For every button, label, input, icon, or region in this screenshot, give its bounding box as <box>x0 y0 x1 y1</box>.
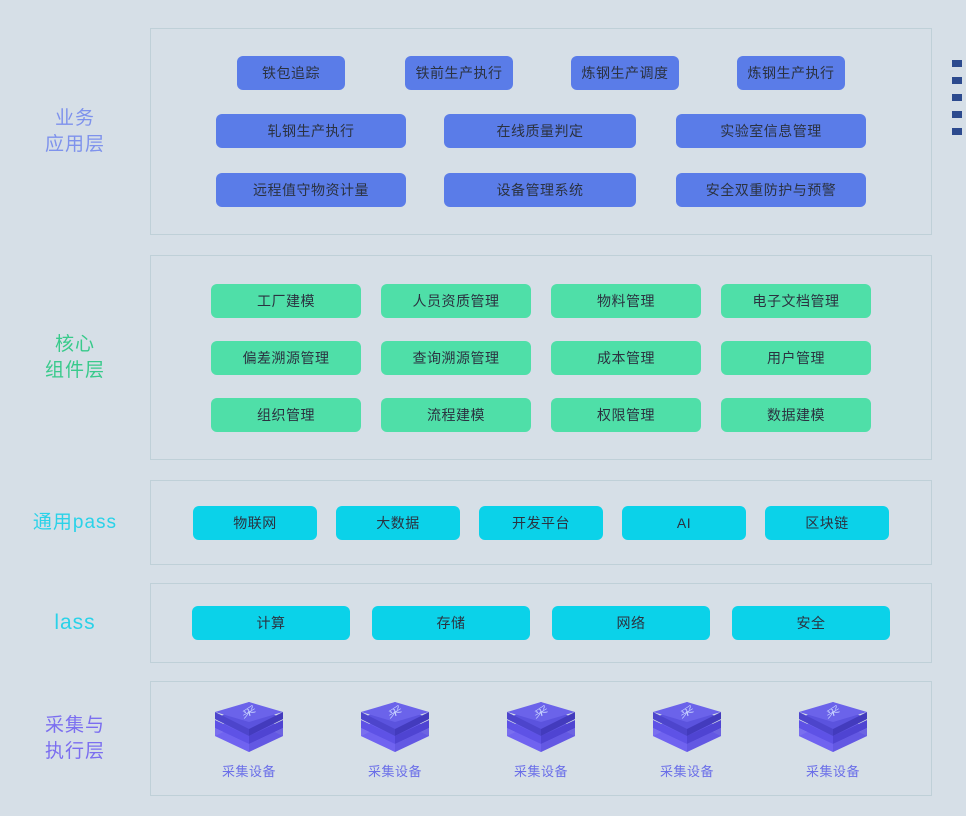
chip-network[interactable]: 网络 <box>552 606 710 640</box>
chip-ironmaking-production-execution[interactable]: 铁前生产执行 <box>405 56 513 90</box>
layer-box-business-application: 铁包追踪 铁前生产执行 炼钢生产调度 炼钢生产执行 轧钢生产执行 在线质量判定 … <box>150 28 932 235</box>
collection-device-row: 采 采集设备 <box>151 698 931 780</box>
chip-laboratory-information-management[interactable]: 实验室信息管理 <box>676 114 866 148</box>
chip-security[interactable]: 安全 <box>732 606 890 640</box>
core-row-3: 组织管理 流程建模 权限管理 数据建模 <box>151 397 931 432</box>
layer-label-general-paas: 通用pass <box>32 511 118 533</box>
device-label: 采集设备 <box>367 763 422 779</box>
layer-label-collection-execution: 采集与 执行层 <box>44 714 105 762</box>
chip-safety-dual-prevention-and-warning[interactable]: 安全双重防护与预警 <box>676 173 866 207</box>
chip-remote-unattended-material-metering[interactable]: 远程值守物资计量 <box>216 173 406 207</box>
layer-core-component: 核心 组件层 工厂建模 人员资质管理 物料管理 电子文档管理 偏差溯源管理 查询… <box>0 255 966 460</box>
collection-device-icon: 采 <box>215 701 283 752</box>
device-label: 采集设备 <box>805 763 860 779</box>
chip-cost-management[interactable]: 成本管理 <box>551 340 701 375</box>
layer-collection-execution: 采集与 执行层 <box>0 681 966 796</box>
chip-electronic-document-management[interactable]: 电子文档管理 <box>721 283 871 318</box>
collection-device-icon: 采 <box>799 701 867 752</box>
collection-device-icon: 采 <box>507 701 575 752</box>
chip-query-tracing-management[interactable]: 查询溯源管理 <box>381 340 531 375</box>
iaas-row-1: 计算 存储 网络 安全 <box>151 606 931 640</box>
device-node-2[interactable]: 采 采集设备 <box>357 698 433 780</box>
device-label: 采集设备 <box>513 763 568 779</box>
chip-storage[interactable]: 存储 <box>372 606 530 640</box>
chip-steelmaking-production-scheduling[interactable]: 炼钢生产调度 <box>571 56 679 90</box>
bullet-marker-icon <box>952 94 962 101</box>
chip-ai[interactable]: AI <box>622 505 746 540</box>
chip-data-modeling[interactable]: 数据建模 <box>721 397 871 432</box>
chip-material-management[interactable]: 物料管理 <box>551 283 701 318</box>
chip-blockchain[interactable]: 区块链 <box>765 505 889 540</box>
business-row-3: 远程值守物资计量 设备管理系统 安全双重防护与预警 <box>151 173 931 207</box>
layer-box-collection-execution: 采 采集设备 <box>150 681 932 796</box>
core-row-1: 工厂建模 人员资质管理 物料管理 电子文档管理 <box>151 283 931 318</box>
layer-iaas: lass 计算 存储 网络 安全 <box>0 583 966 663</box>
layer-label-business-application: 业务 应用层 <box>44 107 105 155</box>
bullet-marker-icon <box>952 111 962 118</box>
chip-personnel-qualification-management[interactable]: 人员资质管理 <box>381 283 531 318</box>
chip-big-data[interactable]: 大数据 <box>336 505 460 540</box>
chip-permission-management[interactable]: 权限管理 <box>551 397 701 432</box>
chip-compute[interactable]: 计算 <box>192 606 350 640</box>
layer-general-paas: 通用pass 物联网 大数据 开发平台 AI 区块链 <box>0 480 966 565</box>
chip-organization-management[interactable]: 组织管理 <box>211 397 361 432</box>
device-node-1[interactable]: 采 采集设备 <box>211 698 287 780</box>
collection-device-icon: 采 <box>361 701 429 752</box>
chip-rolling-production-execution[interactable]: 轧钢生产执行 <box>216 114 406 148</box>
layer-box-iaas: 计算 存储 网络 安全 <box>150 583 932 663</box>
device-node-5[interactable]: 采 采集设备 <box>795 698 871 780</box>
layer-label-core-component: 核心 组件层 <box>44 333 105 381</box>
chip-ladle-tracking[interactable]: 铁包追踪 <box>237 56 345 90</box>
chip-iot[interactable]: 物联网 <box>193 505 317 540</box>
device-label: 采集设备 <box>659 763 714 779</box>
layer-business-application: 业务 应用层 铁包追踪 铁前生产执行 炼钢生产调度 炼钢生产执行 轧钢生产执行 … <box>0 28 966 235</box>
bullet-marker-icon <box>952 128 962 135</box>
layer-box-core-component: 工厂建模 人员资质管理 物料管理 电子文档管理 偏差溯源管理 查询溯源管理 成本… <box>150 255 932 460</box>
core-row-2: 偏差溯源管理 查询溯源管理 成本管理 用户管理 <box>151 340 931 375</box>
chip-online-quality-judgement[interactable]: 在线质量判定 <box>444 114 636 148</box>
layer-box-general-paas: 物联网 大数据 开发平台 AI 区块链 <box>150 480 932 565</box>
business-row-2: 轧钢生产执行 在线质量判定 实验室信息管理 <box>151 114 931 148</box>
chip-equipment-management-system[interactable]: 设备管理系统 <box>444 173 636 207</box>
collection-device-icon: 采 <box>653 701 721 752</box>
layer-label-iaas: lass <box>54 611 96 634</box>
device-node-4[interactable]: 采 采集设备 <box>649 698 725 780</box>
bullet-marker-icon <box>952 60 962 67</box>
bullet-marker-icon <box>952 77 962 84</box>
chip-factory-modeling[interactable]: 工厂建模 <box>211 283 361 318</box>
device-node-3[interactable]: 采 采集设备 <box>503 698 579 780</box>
chip-user-management[interactable]: 用户管理 <box>721 340 871 375</box>
chip-deviation-tracing-management[interactable]: 偏差溯源管理 <box>211 340 361 375</box>
device-label: 采集设备 <box>221 763 276 779</box>
chip-development-platform[interactable]: 开发平台 <box>479 505 603 540</box>
edge-bullet-markers <box>952 60 966 135</box>
chip-process-modeling[interactable]: 流程建模 <box>381 397 531 432</box>
chip-steelmaking-production-execution[interactable]: 炼钢生产执行 <box>737 56 845 90</box>
business-row-1: 铁包追踪 铁前生产执行 炼钢生产调度 炼钢生产执行 <box>151 56 931 90</box>
paas-row-1: 物联网 大数据 开发平台 AI 区块链 <box>151 505 931 540</box>
